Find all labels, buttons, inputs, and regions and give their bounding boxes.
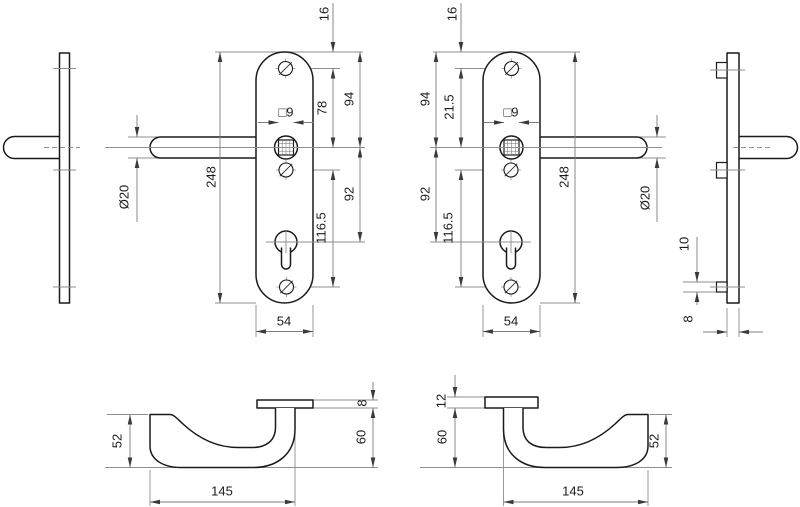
left-plate-front-view [105,3,365,337]
dim-label-248-right-plate: 248 [556,166,572,188]
dim-label-145-right-handle: 145 [562,483,584,499]
dim-label-square9-right-plate: □9 [503,104,519,120]
dim-label-12-right-handle: 12 [433,393,449,409]
dim-label-8-right-profile: 8 [680,315,696,323]
dim-label-16-left-plate: 16 [316,6,332,22]
dim-label-94-right-plate: 94 [417,91,433,107]
dim-label-16-right-plate: 16 [444,6,460,22]
dim-label-54-right-plate: 54 [503,313,519,329]
dim-label-21-5-right-plate: 21.5 [441,94,457,120]
dim-label-square9-left-plate: □9 [278,104,294,120]
right-plate-front-view [430,3,666,337]
dim-label-60-right-handle: 60 [434,429,450,445]
dim-label-dia20-left: Ø20 [116,184,132,210]
dim-label-116-5-left-plate: 116.5 [313,212,329,244]
dim-label-10-right-profile: 10 [676,236,692,252]
dim-label-145-left-handle: 145 [211,483,233,499]
dim-label-52-right-handle: 52 [646,433,662,449]
left-profile-view [2,52,80,304]
dim-label-92-right-plate: 92 [417,186,433,202]
dim-label-dia20-right: Ø20 [637,185,653,211]
dim-label-116-5-right-plate: 116.5 [440,212,456,244]
dim-label-60-left-handle: 60 [353,429,369,445]
dim-label-92-left-plate: 92 [341,186,357,202]
dim-label-54-left-plate: 54 [276,313,292,329]
right-handle-bottom-view [420,375,672,506]
dim-label-8-left-handle: 8 [354,399,370,407]
right-profile-view [683,52,799,337]
dim-label-248-left-plate: 248 [203,166,219,188]
dim-label-52-left-handle: 52 [109,433,125,449]
dim-label-94-left-plate: 94 [341,91,357,107]
left-handle-bottom-view [105,382,378,506]
dim-label-78-left-plate: 78 [314,100,330,116]
